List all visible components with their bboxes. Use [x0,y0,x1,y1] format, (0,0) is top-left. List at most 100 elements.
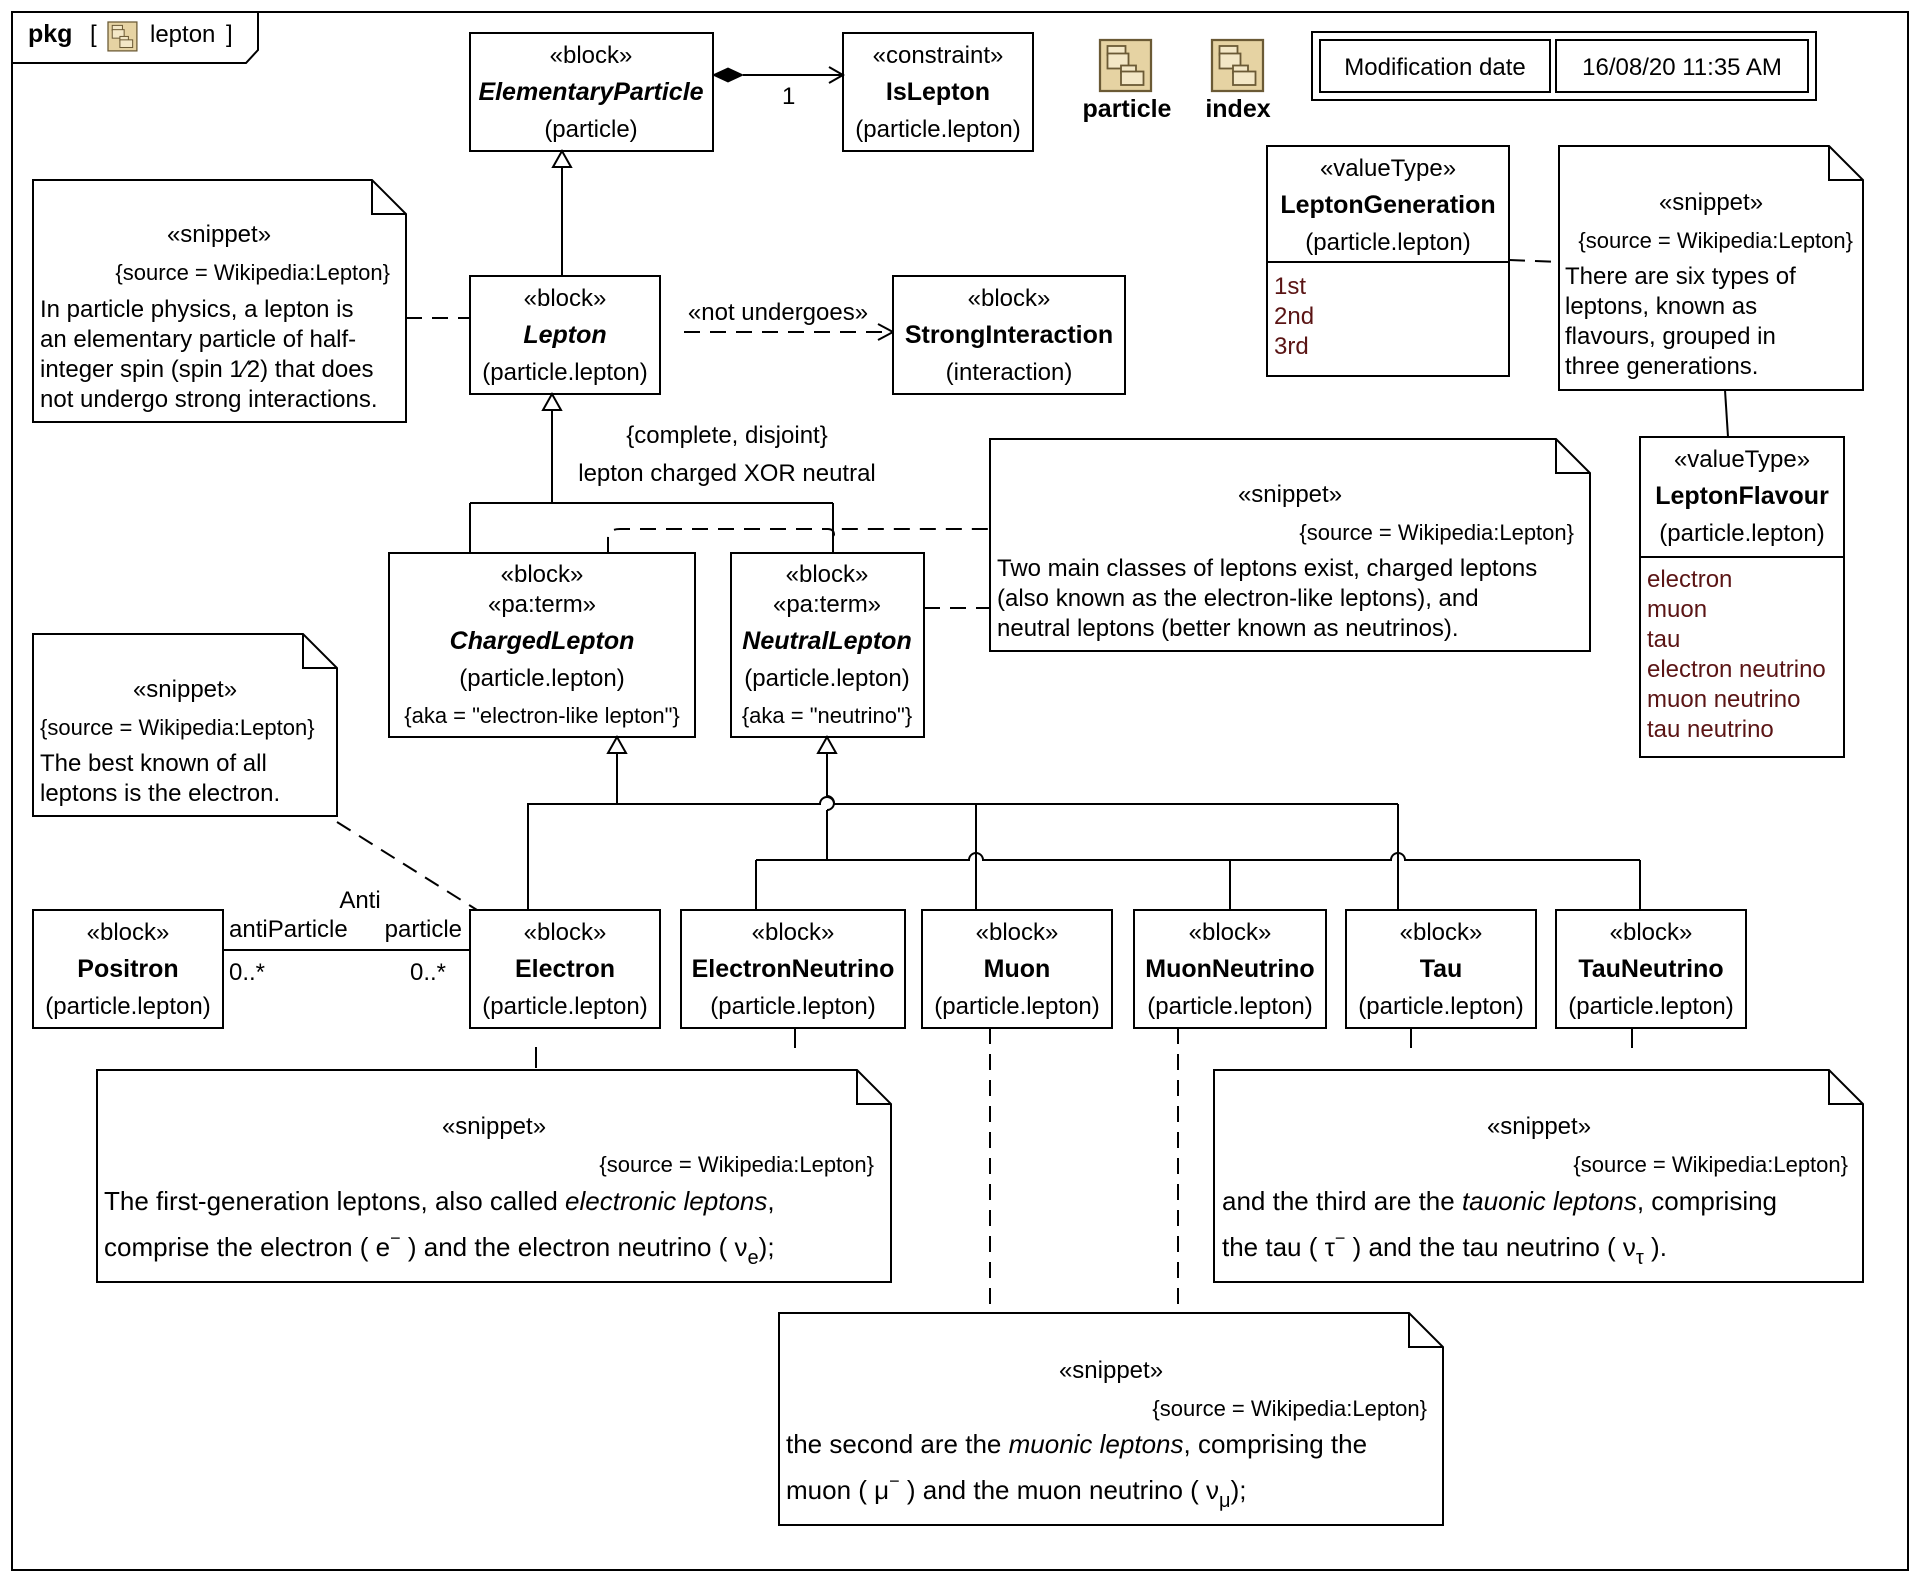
stereotype: «valueType» [1674,446,1810,473]
snippet-line: In particle physics, a lepton is [40,296,354,323]
modification-value: 16/08/20 11:35 AM [1582,54,1782,81]
snippet-source: {source = Wikipedia:Lepton} [40,715,315,740]
stereotype: «snippet» [1487,1113,1591,1140]
package-index[interactable]: index [1205,38,1271,123]
block-name: TauNeutrino [1578,955,1723,983]
snippet-line: Two main classes of leptons exist, charg… [997,555,1537,582]
stereotype: «block» [1189,919,1272,946]
stereotype: «block» [524,285,607,312]
block-tau[interactable]: «block» Tau (particle.lepton) [1345,909,1537,1029]
dependency-label: «not undergoes» [688,299,868,326]
composition-link[interactable]: 1 [711,66,846,110]
snippet-line: (also known as the electron-like leptons… [997,585,1479,612]
block-package: (particle.lepton) [1568,993,1733,1020]
block-package: (particle.lepton) [1358,993,1523,1020]
block-elementary-particle[interactable]: «block» ElementaryParticle (particle) [469,32,714,152]
snippet-line: leptons is the electron. [40,780,280,807]
package-particle[interactable]: particle [1083,38,1172,123]
anchor-line [1508,259,1560,263]
block-neutral-lepton[interactable]: «block» «pa:term» NeutralLepton (particl… [730,552,925,738]
valuetype-lepton-flavour[interactable]: «valueType» LeptonFlavour (particle.lept… [1639,436,1845,758]
generalization-arrowhead [606,734,628,754]
snippet-line: three generations. [1565,353,1758,380]
enum-literal: 3rd [1274,333,1309,360]
dependency-not-undergoes[interactable]: «not undergoes» [684,299,896,341]
block-name: LeptonFlavour [1655,482,1829,510]
snippet-best-known[interactable]: «snippet» {source = Wikipedia:Lepton} Th… [32,633,338,817]
generalization-electron[interactable] [527,734,628,910]
block-name: Muon [984,955,1051,983]
enum-literal: tau [1647,626,1680,653]
snippet-source: {source = Wikipedia:Lepton} [1152,1396,1427,1421]
block-muon-neutrino[interactable]: «block» MuonNeutrino (particle.lepton) [1133,909,1327,1029]
generalization-lepton[interactable] [551,148,573,276]
anchor-line [1724,389,1729,438]
block-strong-interaction[interactable]: «block» StrongInteraction (interaction) [892,275,1126,395]
snippet-second-generation[interactable]: «snippet» {source = Wikipedia:Lepton} th… [778,1312,1444,1526]
block-package: (particle.lepton) [710,993,875,1020]
snippet-source: {source = Wikipedia:Lepton} [599,1152,874,1177]
block-lepton[interactable]: «block» Lepton (particle.lepton) [469,275,661,395]
snippet-first-generation[interactable]: «snippet» {source = Wikipedia:Lepton} Th… [96,1069,892,1283]
block-positron[interactable]: «block» Positron (particle.lepton) [32,909,224,1029]
snippet-lepton-definition[interactable]: «snippet» {source = Wikipedia:Lepton} In… [32,179,407,423]
package-icon [1210,38,1265,93]
stereotype: «valueType» [1320,155,1456,182]
valuetype-lepton-generation[interactable]: «valueType» LeptonGeneration (particle.l… [1266,145,1510,377]
stereotype: «snippet» [1059,1357,1163,1384]
block-tag: {aka = "electron-like lepton"} [404,703,680,728]
block-package: (particle.lepton) [482,993,647,1020]
enum-literal: electron neutrino [1647,656,1826,683]
block-name: LeptonGeneration [1280,191,1495,219]
association-anti[interactable]: Anti antiParticle particle 0..* 0..* [223,887,470,986]
block-name: Tau [1420,955,1463,983]
block-package: (interaction) [946,359,1073,386]
block-muon[interactable]: «block» Muon (particle.lepton) [921,909,1113,1029]
block-tau-neutrino[interactable]: «block» TauNeutrino (particle.lepton) [1555,909,1747,1029]
generalization-set-rule: lepton charged XOR neutral [578,460,876,487]
frame-bracket-close: ] [226,21,233,48]
enum-literal: muon neutrino [1647,686,1800,713]
snippet-line: There are six types of [1565,263,1796,290]
block-package: (particle.lepton) [45,993,210,1020]
association-name: Anti [339,887,380,914]
block-electron-neutrino[interactable]: «block» ElectronNeutrino (particle.lepto… [680,909,906,1029]
block-name: Positron [77,955,178,983]
package-name: index [1205,95,1270,123]
generalization-set-charged-neutral[interactable]: {complete, disjoint} lepton charged XOR … [469,391,876,553]
block-charged-lepton[interactable]: «block» «pa:term» ChargedLepton (particl… [388,552,696,738]
snippet-line: and the third are the tauonic leptons, c… [1222,1186,1777,1216]
package-icon [1098,38,1153,93]
generalization-tree-neutral[interactable] [528,734,1641,910]
block-package: (particle.lepton) [1659,520,1824,547]
generalization-arrowhead [541,391,563,411]
frame-kind: pkg [28,20,72,48]
frame-bracket-open: [ [90,21,97,48]
block-package: (particle.lepton) [744,665,909,692]
anchor-line [336,821,478,911]
stereotype: «block» [524,919,607,946]
block-name: Lepton [523,321,606,349]
block-name: Electron [515,955,615,983]
stereotype: «pa:term» [773,591,881,618]
snippet-lepton-classes[interactable]: «snippet» {source = Wikipedia:Lepton} Tw… [989,438,1591,652]
package-name: particle [1083,95,1172,123]
block-name: NeutralLepton [742,627,911,655]
generalization-arrowhead [551,148,573,168]
stereotype: «snippet» [133,676,237,703]
block-package: (particle.lepton) [855,116,1020,143]
stereotype: «block» [786,561,869,588]
snippet-source: {source = Wikipedia:Lepton} [1573,1152,1848,1177]
snippet-third-generation[interactable]: «snippet» {source = Wikipedia:Lepton} an… [1213,1069,1864,1283]
snippet-source: {source = Wikipedia:Lepton} [115,260,390,285]
frame-tab [12,12,259,64]
constraint-is-lepton[interactable]: «constraint» IsLepton (particle.lepton) [842,32,1034,152]
block-package: (particle.lepton) [1147,993,1312,1020]
stereotype: «snippet» [442,1113,546,1140]
block-package: (particle.lepton) [1305,229,1470,256]
block-electron[interactable]: «block» Electron (particle.lepton) [469,909,661,1029]
block-package: (particle.lepton) [934,993,1099,1020]
stereotype: «block» [501,561,584,588]
snippet-six-types[interactable]: «snippet» {source = Wikipedia:Lepton} Th… [1558,145,1864,391]
